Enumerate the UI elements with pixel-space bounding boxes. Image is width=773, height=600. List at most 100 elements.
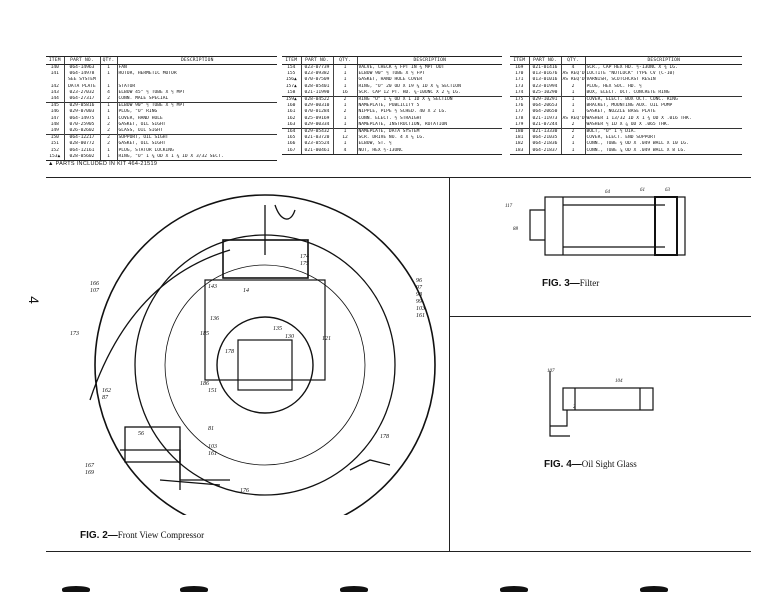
item-cell: 146 [50, 109, 59, 115]
callout-label: 97 [416, 285, 423, 291]
item-cell: 152 [50, 147, 59, 153]
qty-cell: 1 [99, 153, 117, 162]
description-cell: NIPPLE, PIPE ½ SCHED. 40 X 2 LG. [356, 109, 502, 116]
callout-label: 98 [416, 292, 422, 298]
frame-mid-line [450, 316, 751, 317]
callout-label: 121 [322, 336, 331, 342]
qty-cell: 1 [332, 103, 357, 110]
part-no-cell: 070-01284 [300, 109, 333, 116]
callout-label: 174 [300, 253, 309, 260]
description-cell: STATOR [116, 83, 277, 90]
callout-label: 130 [285, 334, 294, 340]
description-cell: RING, "O" 20 OD X 19 ⅝ ID X ⅛ SECTION [356, 83, 502, 90]
qty-cell: 12 [332, 135, 357, 142]
description-cell: GLASS, OIL SIGHT [116, 128, 277, 135]
description-cell: COVER, ELECT. END SUPPORT [584, 135, 742, 142]
part-no-cell: DATA PLATE [63, 83, 100, 90]
item-cell: 173 [515, 83, 524, 89]
callout-label: 107 [90, 288, 100, 294]
description-cell: FAN [116, 64, 277, 72]
qty-cell: 2 [560, 135, 585, 142]
part-no-cell: 029-05432 [300, 128, 333, 136]
description-cell: BRACKET, MOUNTING AUX. OIL PUMP [584, 103, 742, 110]
part-no-cell: 070-07509 [300, 77, 333, 84]
qty-cell: 1 [332, 71, 357, 78]
fig3-title: Filter [579, 278, 600, 288]
part-no-cell: 064-20653 [528, 103, 561, 110]
item-cell: 162 [287, 115, 296, 121]
item-cell: 178 [515, 115, 524, 121]
description-cell: NAMEPLATE, INSTRUCTION, ROTATION [356, 121, 502, 129]
qty-cell: 1 [99, 115, 117, 122]
page-number: 4 [25, 296, 42, 304]
frame-bottom-line [46, 551, 751, 552]
callout-label: 104 [615, 379, 623, 384]
callout-label: 56 [138, 431, 144, 437]
item-cell: 148 [50, 121, 59, 127]
item-cell: 177 [515, 109, 524, 115]
description-cell: PLUG, STATOR LOCKING [116, 147, 277, 154]
qty-cell: 1 [560, 141, 585, 148]
part-no-cell: 026-02602 [63, 128, 100, 135]
header-item: ITEM [510, 56, 529, 65]
item-cell: 167 [282, 147, 301, 155]
kit-footnote: ▲ PARTS INCLUDED IN KIT 464-21519 [48, 161, 158, 167]
part-no-cell: 029-10291 [528, 96, 561, 104]
item-cell: 158 [287, 89, 296, 95]
header-item: ITEM [46, 56, 64, 65]
callout-label: 107 [547, 369, 555, 374]
qty-cell: 4 [332, 147, 357, 155]
item-cell: 154 [287, 65, 296, 70]
item-cell: 171 [515, 77, 524, 83]
description-cell: VALVE, CHECK ¼ FPT IN ¼ MPT OUT [356, 64, 502, 72]
part-no-cell: 070-25905 [63, 121, 100, 129]
callout-label: 96 [416, 278, 422, 284]
fig3-filter-drawing: 64 61 63 117 88 [505, 188, 686, 256]
part-no-cell: 025-09169 [300, 115, 333, 122]
callout-label: 161 [416, 313, 425, 319]
callout-label: 143 [208, 283, 217, 290]
header-part-no: PART NO. [63, 56, 100, 65]
qty-cell: 1 [560, 103, 585, 110]
qty-cell: 1 [560, 109, 585, 116]
qty-cell: 1 [560, 147, 585, 155]
header-qty: QTY. [332, 56, 357, 65]
description-cell: CONN. MALE SPECIAL [116, 96, 277, 103]
item-cell: 180 [510, 128, 529, 136]
qty-cell: 2 [99, 96, 117, 103]
description-cell: SCR. DRIVE NO. 4 X ¼ LG. [356, 135, 502, 142]
description-cell [116, 77, 277, 84]
part-no-cell: 023-27032 [63, 89, 100, 97]
part-no-cell: 028-00772 [63, 141, 100, 148]
part-no-cell: 029-00310 [300, 103, 333, 110]
description-cell: BOLT, "U" 1 ½ DIA. [584, 128, 742, 136]
part-no-cell: 064-21035 [528, 135, 561, 142]
qty-cell: 2 [560, 121, 585, 129]
callout-label: 169 [85, 470, 94, 476]
qty-cell: 1 [332, 115, 357, 122]
callout-label: 176 [240, 488, 249, 494]
description-cell: NUT, HEX ½-13UNC [356, 147, 502, 155]
qty-cell: 1 [560, 89, 585, 97]
description-cell: RING "O" 1 ¼ OD X 1 ID X ⅛ SECTION [356, 96, 502, 104]
description-cell: VARNISH, SCOTCHCAST RESIN [584, 77, 742, 84]
header-description: DESCRIPTION [584, 56, 742, 65]
callout-label: 166 [90, 281, 99, 287]
